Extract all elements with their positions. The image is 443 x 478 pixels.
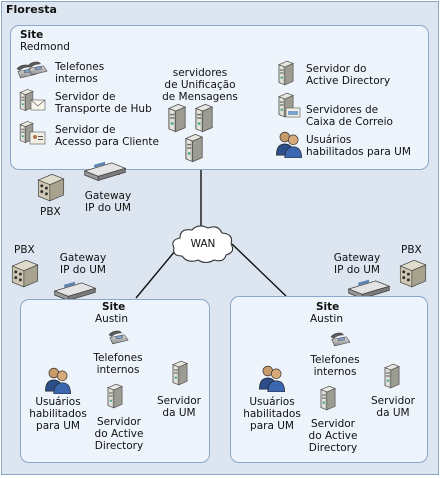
site-label: Site (102, 301, 126, 313)
label-ad: Servidor do Active Directory (94, 416, 144, 452)
um-server-icon (384, 363, 400, 389)
label-ad: Servidor do Active Directory (308, 418, 358, 454)
contact-card-icon (33, 135, 37, 139)
label-wan: WAN (190, 238, 216, 250)
site-label: Site (20, 29, 44, 41)
site-name: Redmond (20, 41, 70, 53)
pbx-icon (11, 259, 39, 288)
label-telefones: Telefones internos (310, 354, 360, 378)
users-icon (45, 367, 71, 394)
label-um: Servidor da UM (371, 395, 415, 419)
phone-icon (330, 332, 351, 347)
ad-server-icon (107, 383, 123, 409)
label-gateway: Gateway IP do UM (84, 190, 132, 214)
label-cas: Servidor de Acesso para Cliente (55, 124, 159, 148)
pbx-icon (399, 259, 427, 288)
label-users: Usuários habilitados para UM (29, 396, 87, 432)
cas-server-icon (19, 120, 46, 145)
pbx-icon (37, 173, 65, 202)
label-hub: Servidor de Transporte de Hub (55, 91, 152, 115)
label-mailbox: Servidores de Caixa de Correio (306, 104, 393, 128)
label-pbx: PBX (40, 206, 61, 218)
um-server-icon (172, 360, 188, 386)
label-um-servers: servidores de Unificação de Mensagens (162, 67, 238, 103)
site-name: Austin (95, 313, 128, 325)
phone-icon (16, 61, 48, 79)
ad-server-icon (278, 60, 294, 86)
site-redmond (10, 25, 429, 170)
forest-label: Floresta (6, 3, 57, 16)
site-name: Austin (310, 313, 343, 325)
users-icon (259, 365, 285, 392)
server-icon (195, 103, 213, 133)
ad-server-icon (320, 385, 336, 411)
label-pbx: PBX (14, 244, 35, 256)
phone-icon (108, 330, 129, 345)
label-gateway: Gateway IP do UM (59, 252, 107, 276)
mail-icon (30, 99, 46, 107)
users-icon (276, 131, 302, 158)
gateway-icon (84, 161, 126, 182)
server-icon (168, 103, 186, 133)
server-icon (185, 133, 203, 163)
label-telefones: Telefones internos (55, 61, 105, 85)
label-users: Usuários habilitados para UM (306, 134, 411, 158)
site-label: Site (316, 301, 340, 313)
label-ad: Servidor do Active Directory (306, 63, 391, 87)
label-pbx: PBX (401, 244, 422, 256)
label-um: Servidor da UM (157, 395, 201, 419)
label-gateway: Gateway IP do UM (333, 252, 381, 276)
cloud-icon (172, 225, 234, 264)
label-telefones: Telefones internos (93, 352, 143, 376)
mailbox-server-icon (278, 92, 301, 118)
hub-server-icon (19, 88, 46, 112)
label-users: Usuários habilitados para UM (243, 396, 301, 432)
